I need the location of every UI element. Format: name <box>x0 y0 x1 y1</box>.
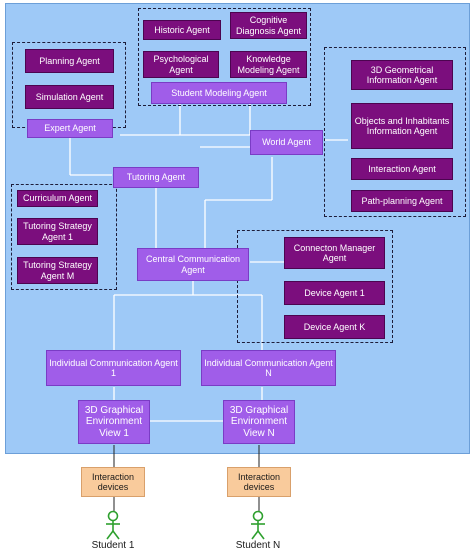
student-n-actor-icon <box>251 510 265 540</box>
interaction-devices-n: Interaction devices <box>227 467 291 497</box>
student-1-label: Student 1 <box>91 540 135 551</box>
psychological-agent: Psychological Agent <box>143 51 219 78</box>
historic-agent: Historic Agent <box>143 20 221 40</box>
connection-group <box>237 230 393 343</box>
tutoring-strategy-agent-m: Tutoring Strategy Agent M <box>17 257 98 284</box>
device-agent-k: Device Agent K <box>284 315 385 339</box>
graphical-view-n: 3D Graphical Environment View N <box>223 400 295 444</box>
interaction-agent: Interaction Agent <box>351 158 453 180</box>
individual-communication-agent-n: Individual Communication Agent N <box>201 350 336 386</box>
connection-manager-agent: Connecton Manager Agent <box>284 237 385 269</box>
tutoring-strategy-agent-1: Tutoring Strategy Agent 1 <box>17 218 98 245</box>
tutoring-agent: Tutoring Agent <box>113 167 199 188</box>
planning-agent: Planning Agent <box>25 49 114 73</box>
expert-agent: Expert Agent <box>27 119 113 138</box>
curriculum-agent: Curriculum Agent <box>17 190 98 207</box>
tutoring-group <box>11 184 117 290</box>
geometrical-information-agent: 3D Geometrical Information Agent <box>351 60 453 90</box>
device-agent-1: Device Agent 1 <box>284 281 385 305</box>
student-modeling-agent: Student Modeling Agent <box>151 82 287 104</box>
individual-communication-agent-1: Individual Communication Agent 1 <box>46 350 181 386</box>
central-communication-agent: Central Communication Agent <box>137 248 249 281</box>
graphical-view-1: 3D Graphical Environment View 1 <box>78 400 150 444</box>
world-group <box>324 47 466 217</box>
student-modeling-group <box>138 8 311 106</box>
interaction-devices-1: Interaction devices <box>81 467 145 497</box>
knowledge-modeling-agent: Knowledge Modeling Agent <box>230 51 307 78</box>
student-1-actor-icon <box>106 510 120 540</box>
objects-inhabitants-agent: Objects and Inhabitants Information Agen… <box>351 103 453 149</box>
student-n-label: Student N <box>235 540 281 551</box>
cognitive-diagnosis-agent: Cognitive Diagnosis Agent <box>230 12 307 39</box>
path-planning-agent: Path-planning Agent <box>351 190 453 212</box>
simulation-agent: Simulation Agent <box>25 85 114 109</box>
world-agent: World Agent <box>250 130 323 155</box>
